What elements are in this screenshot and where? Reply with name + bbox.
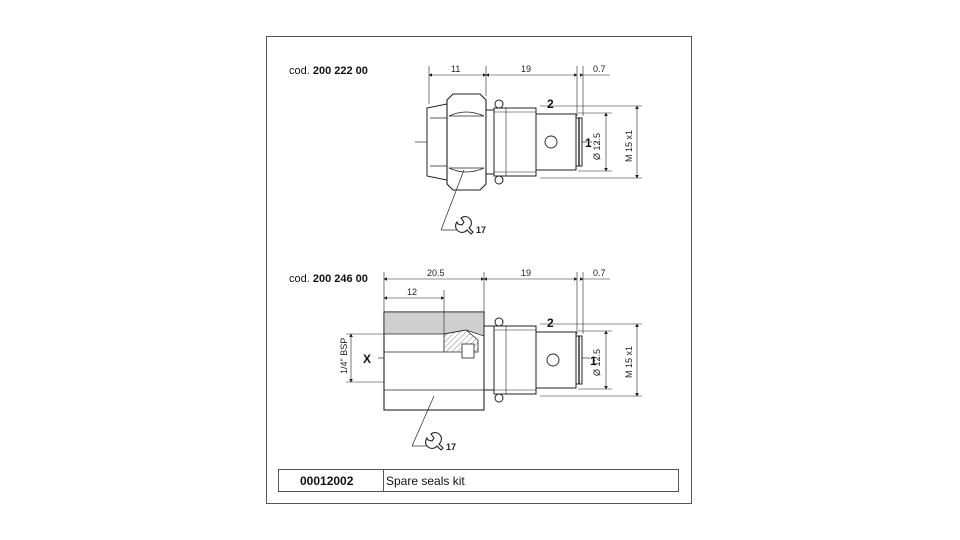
dim-2-a: 20.5 bbox=[427, 268, 445, 278]
drawing-200-246-00: cod. 200 246 00 20 bbox=[289, 268, 642, 452]
kit-description: Spare seals kit bbox=[386, 474, 465, 488]
drawing-200-222-00: cod. 200 222 00 11 bbox=[289, 64, 642, 235]
dim-1-diameter: Ø 12.5 bbox=[592, 133, 602, 160]
port-2-one: 1 bbox=[590, 354, 597, 368]
dim-1-c: 0.7 bbox=[593, 64, 606, 74]
dim-2-thread: M 15 x1 bbox=[624, 346, 634, 378]
spare-kit-table: 00012002 Spare seals kit bbox=[278, 469, 679, 492]
dim-2-diameter: Ø 12.5 bbox=[592, 349, 602, 376]
wrench-icon bbox=[425, 432, 444, 451]
code-label-1: cod. 200 222 00 bbox=[289, 65, 368, 77]
dim-2-c: 0.7 bbox=[593, 268, 606, 278]
wrench-size-1: 17 bbox=[476, 225, 486, 235]
port-1-one: 1 bbox=[585, 136, 592, 150]
dim-2-b: 19 bbox=[521, 268, 531, 278]
dim-2-bsp: 1/4" BSP bbox=[339, 338, 349, 374]
code-label-2: cod. 200 246 00 bbox=[289, 273, 368, 285]
port-2-x: X bbox=[363, 352, 371, 366]
kit-code: 00012002 bbox=[300, 474, 354, 488]
port-2-two: 2 bbox=[547, 316, 554, 330]
wrench-icon bbox=[455, 216, 474, 235]
port-1-two: 2 bbox=[547, 97, 554, 111]
dim-1-b: 19 bbox=[521, 64, 531, 74]
dim-1-a: 11 bbox=[451, 64, 460, 74]
dim-1-thread: M 15 x1 bbox=[624, 130, 634, 162]
wrench-size-2: 17 bbox=[446, 442, 456, 452]
dim-2-inner: 12 bbox=[407, 287, 417, 297]
